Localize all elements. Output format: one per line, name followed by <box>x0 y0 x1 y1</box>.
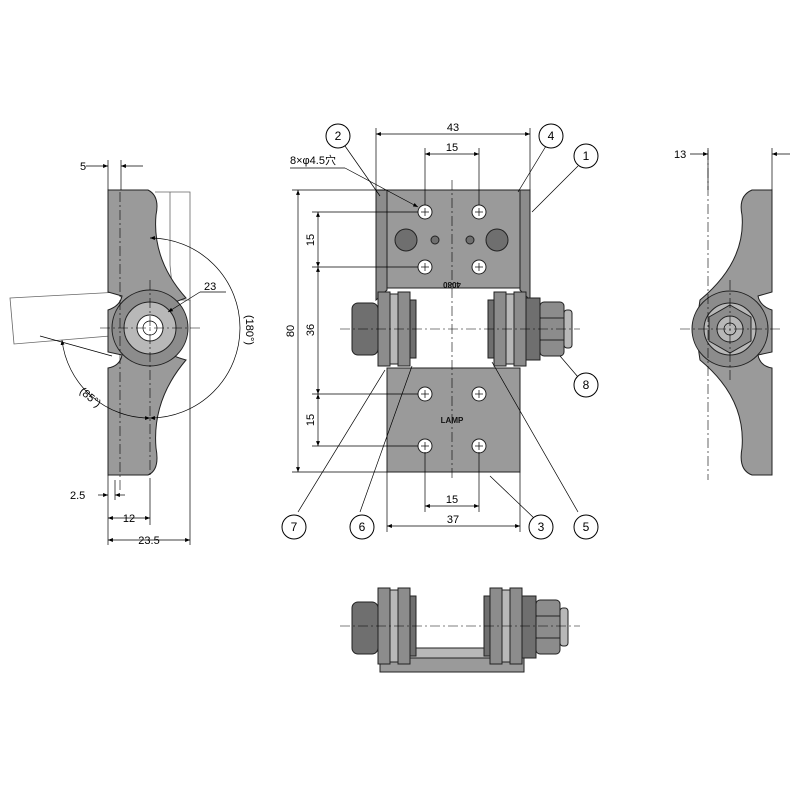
dim-front-width-bottom: 37 <box>447 514 459 526</box>
callout-8: 8 <box>573 372 599 398</box>
bottom-view <box>340 587 580 673</box>
dim-front-pitch-v3: 15 <box>305 414 317 426</box>
bottom-nut-flange <box>521 595 537 659</box>
dim-front-width-top: 43 <box>447 122 459 134</box>
bottom-shaft-end <box>559 607 569 647</box>
callout-3: 3 <box>528 514 554 540</box>
svg-text:5: 5 <box>583 520 590 534</box>
tilted-position-outline <box>9 291 123 345</box>
bottom-hex-nut <box>535 599 561 655</box>
dim-front-pitch-bottom: 15 <box>446 494 458 506</box>
callout-5: 5 <box>573 514 599 540</box>
svg-text:7: 7 <box>291 520 298 534</box>
callout-6: 6 <box>349 514 375 540</box>
dim-left-bottom-b: 12 <box>123 513 135 525</box>
dim-left-bottom-a: 2.5 <box>70 490 85 502</box>
bottom-left-cap <box>351 601 379 655</box>
dim-front-pitch-top: 15 <box>446 142 458 154</box>
front-view: 4080 LAMP 43 15 8×φ4.5穴 <box>281 122 599 540</box>
boss-left <box>394 228 418 252</box>
dim-angle-tilt: (85°) <box>77 385 103 410</box>
dim-left-top: 5 <box>80 161 86 173</box>
svg-text:4: 4 <box>548 129 555 143</box>
upper-right-flange <box>519 189 531 302</box>
svg-text:8: 8 <box>583 378 590 392</box>
dim-front-height: 80 <box>285 325 297 337</box>
angle-arc-180 <box>149 236 241 420</box>
left-side-view: 5 23 (180°) (85°) 2.5 12 23.5 <box>9 160 255 547</box>
svg-text:6: 6 <box>359 520 366 534</box>
dim-angle-open: (180°) <box>243 315 255 345</box>
right-side-view: 13 <box>674 148 790 480</box>
plate-mark-upper: 4080 <box>443 280 461 289</box>
svg-text:1: 1 <box>583 149 590 163</box>
callout-4: 4 <box>538 123 564 149</box>
angle-arc-85 <box>60 339 151 420</box>
dim-front-holes: 8×φ4.5穴 <box>290 153 336 167</box>
pin-left <box>430 235 440 245</box>
dim-front-pitch-v2: 36 <box>305 324 317 336</box>
lower-plate <box>386 367 521 473</box>
callout-7: 7 <box>281 514 307 540</box>
svg-text:3: 3 <box>538 520 545 534</box>
dim-front-pitch-v1: 15 <box>305 234 317 246</box>
dim-left-bottom-c: 23.5 <box>138 535 159 547</box>
pin-right <box>465 235 475 245</box>
callout-2: 2 <box>325 123 351 149</box>
upper-left-flange <box>375 189 388 302</box>
plate-mark-lower: LAMP <box>441 416 464 425</box>
callout-1: 1 <box>573 143 599 169</box>
boss-right <box>485 228 509 252</box>
dim-right-top: 13 <box>674 149 686 161</box>
svg-text:2: 2 <box>335 129 342 143</box>
dim-left-radius: 23 <box>204 281 216 293</box>
